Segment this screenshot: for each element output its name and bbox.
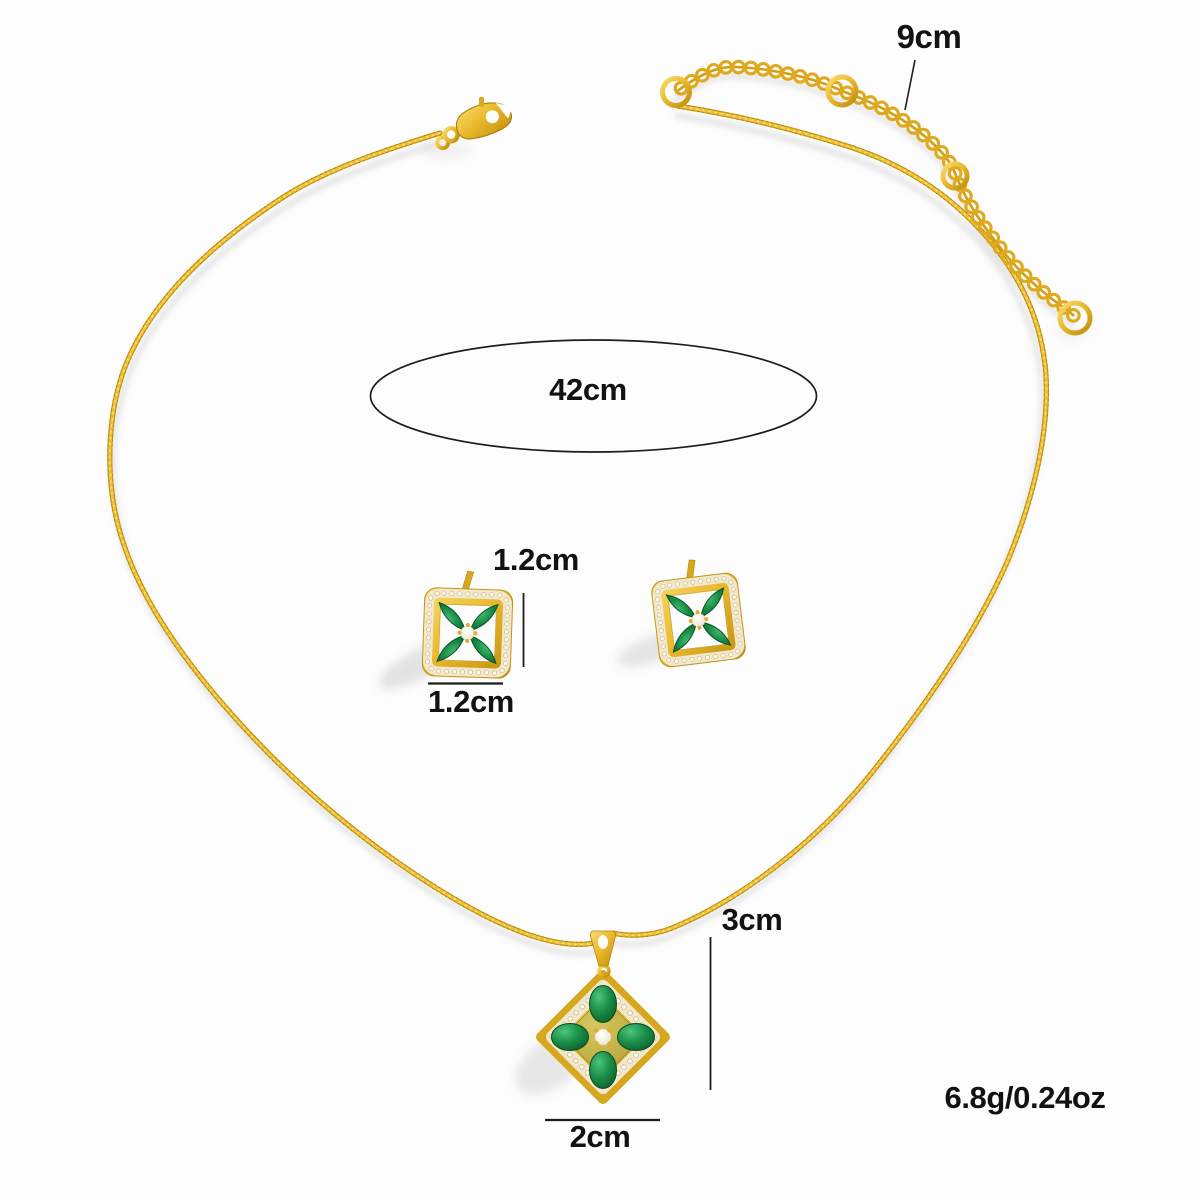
lobster-clasp xyxy=(435,96,513,151)
extension-pointer-line xyxy=(904,59,916,111)
earring-width-label: 1.2cm xyxy=(428,684,514,719)
right-earring xyxy=(648,554,746,668)
left-earring xyxy=(422,570,514,679)
junction-jump-ring xyxy=(660,76,692,108)
pendant-prongs xyxy=(594,1028,612,1046)
necklace-length-ellipse xyxy=(369,339,818,453)
pendant-green-stones xyxy=(551,985,655,1089)
extension-end-ring xyxy=(1057,300,1093,336)
measurement-annotations xyxy=(369,59,916,1122)
extension-ring xyxy=(825,74,859,108)
necklace-chain-left-strand xyxy=(110,133,600,944)
necklace-length-label: 42cm xyxy=(549,372,627,407)
pendant-width-label: 2cm xyxy=(569,1119,631,1154)
clover-pendant xyxy=(536,930,670,1104)
extension-chain xyxy=(660,59,1093,336)
extension-length-label: 9cm xyxy=(896,18,962,55)
pendant-center-stone xyxy=(594,1028,612,1046)
extension-ring xyxy=(940,161,970,191)
weight-label: 6.8g/0.24oz xyxy=(944,1080,1106,1115)
earring-height-label: 1.2cm xyxy=(493,542,579,577)
chain-shadows xyxy=(113,76,1072,953)
pendant-height-label: 3cm xyxy=(721,902,783,937)
clasp-trigger xyxy=(478,96,484,107)
